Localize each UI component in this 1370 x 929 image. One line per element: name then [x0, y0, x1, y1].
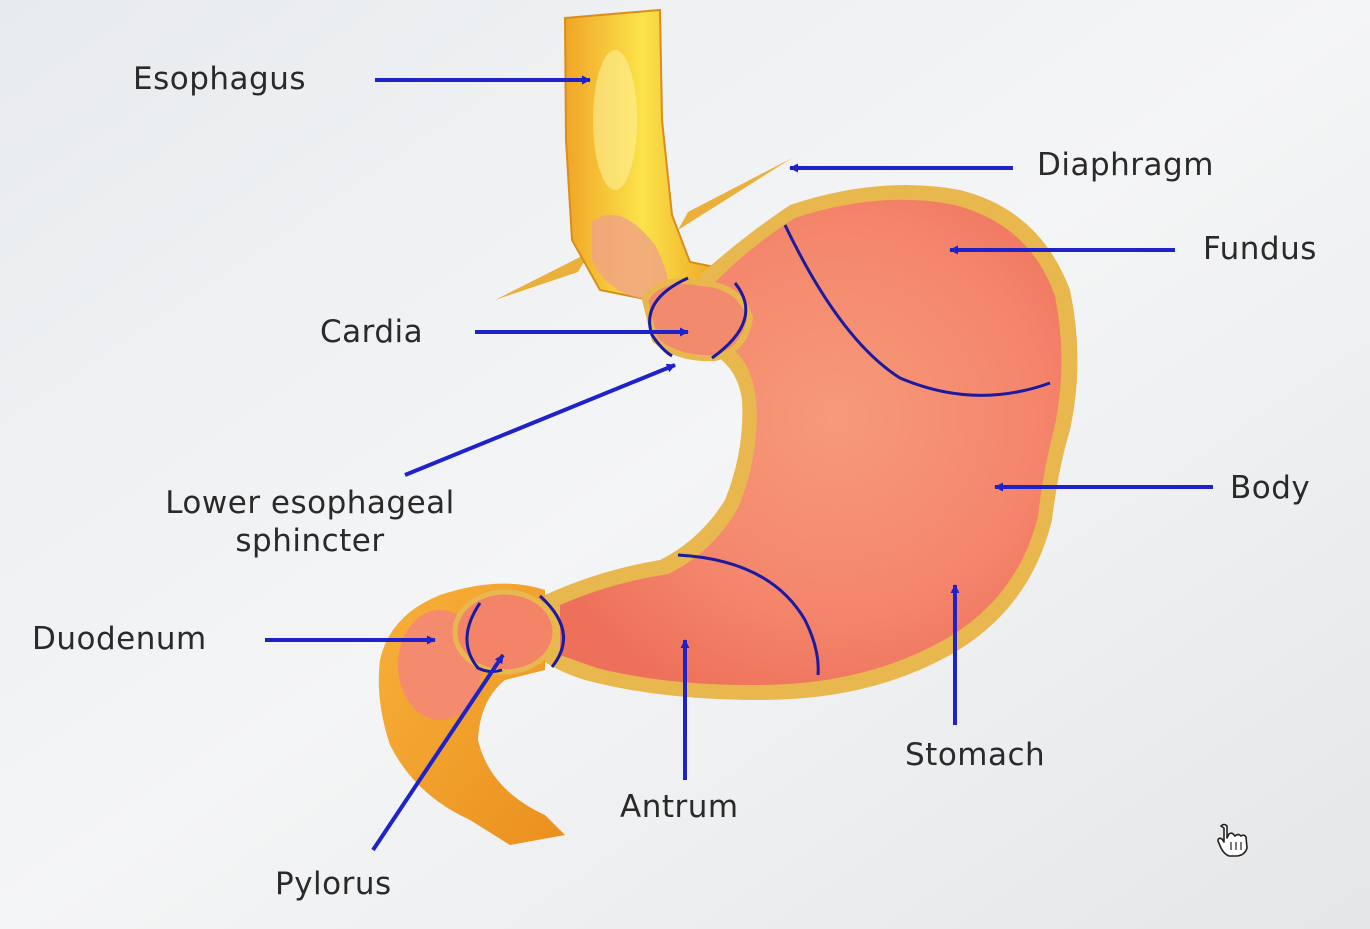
hand-pointer-icon [1215, 822, 1255, 858]
esophagus-highlight [593, 50, 637, 190]
label-fundus: Fundus [1203, 230, 1317, 268]
label-lower-esophageal-sphincter: Lower esophageal sphincter [130, 484, 490, 560]
label-body: Body [1230, 469, 1310, 507]
label-les-line2: sphincter [130, 522, 490, 560]
label-antrum: Antrum [620, 788, 739, 826]
label-diaphragm: Diaphragm [1037, 146, 1214, 184]
label-stomach: Stomach [905, 736, 1045, 774]
label-pylorus: Pylorus [275, 865, 392, 903]
label-cardia: Cardia [320, 313, 423, 351]
label-les-line1: Lower esophageal [130, 484, 490, 522]
label-esophagus: Esophagus [133, 60, 306, 98]
label-duodenum: Duodenum [32, 620, 207, 658]
pylorus-bulb [455, 592, 555, 672]
